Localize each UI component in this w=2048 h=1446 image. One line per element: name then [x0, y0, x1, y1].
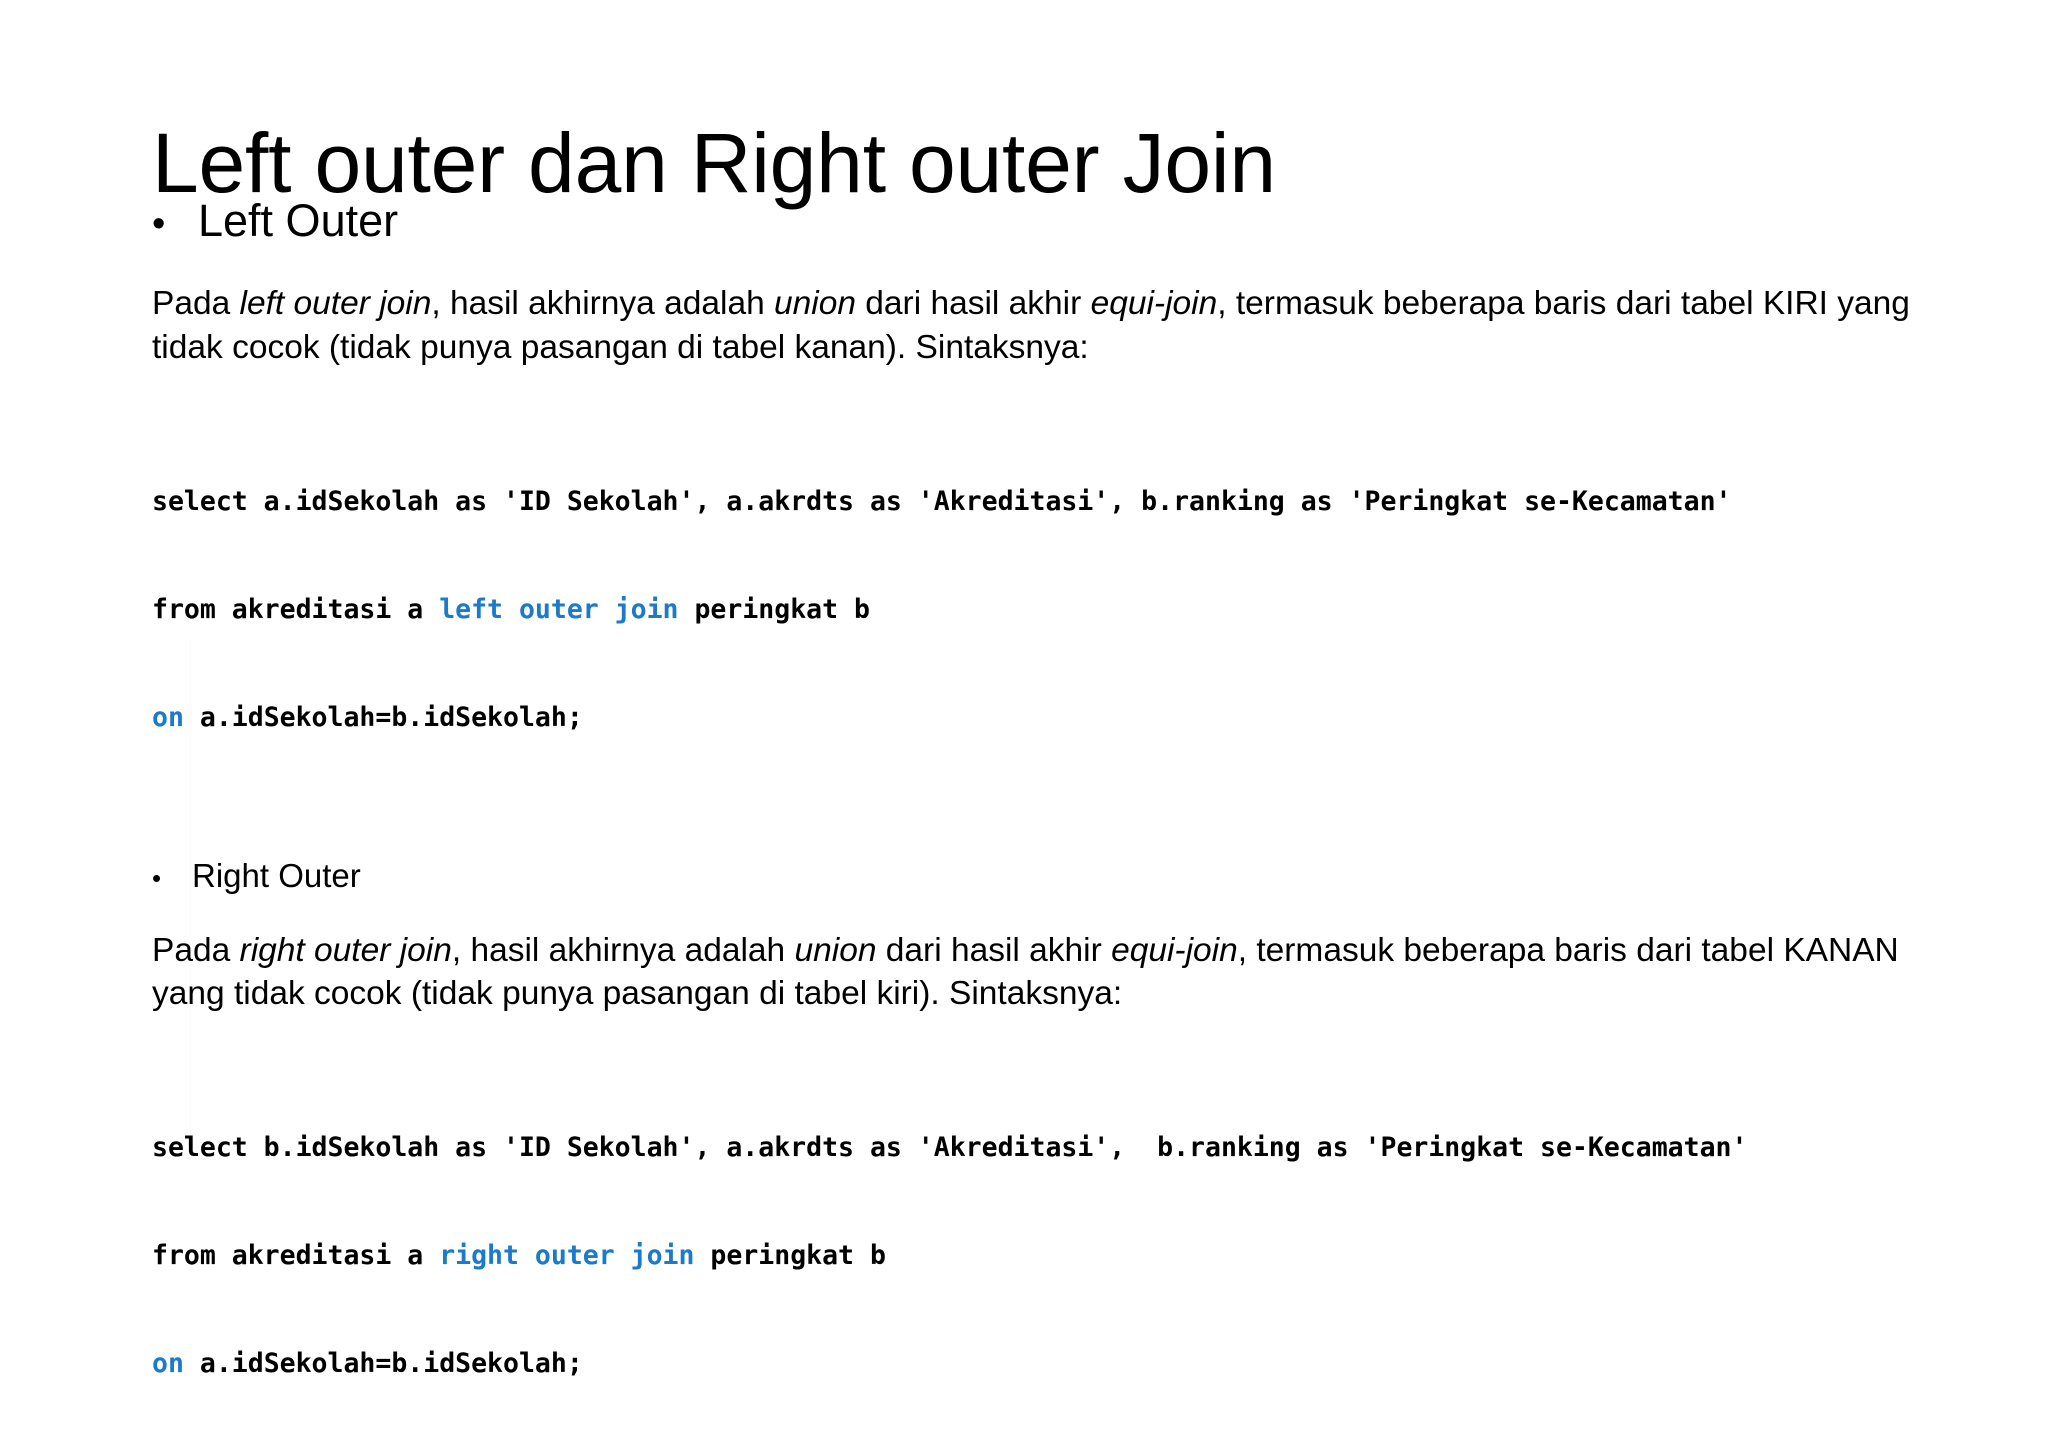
para-run: Pada — [152, 931, 240, 969]
code-keyword: on — [152, 701, 184, 733]
slide: Left outer dan Right outer Join • Left O… — [152, 116, 1910, 1380]
para-run-italic: equi-join — [1090, 285, 1218, 323]
paragraph-right-outer: Pada right outer join, hasil akhirnya ad… — [152, 929, 1942, 1015]
para-run: Pada — [152, 285, 240, 323]
code-block-right-outer: select b.idSekolah as 'ID Sekolah', a.ak… — [152, 1067, 1942, 1444]
page-title: Left outer dan Right outer Join — [152, 116, 1276, 211]
para-run-italic: union — [774, 285, 856, 323]
bullet-right-outer: • Right Outer — [152, 856, 1942, 895]
code-block-left-outer: select a.idSekolah as 'ID Sekolah', a.ak… — [152, 421, 1942, 798]
bullet-left-outer-label: Left Outer — [198, 195, 399, 246]
content-placeholder-edge — [190, 640, 191, 1152]
para-run: , termasuk beberapa baris dari tabel KIR… — [152, 285, 1910, 366]
paragraph-left-outer: Pada left outer join, hasil akhirnya ada… — [152, 282, 1942, 368]
para-run-italic: union — [794, 931, 877, 969]
code-line: on a.idSekolah=b.idSekolah; — [152, 1336, 1942, 1391]
spacer — [152, 798, 1942, 858]
slide-body: • Left Outer Pada left outer join, hasil… — [152, 195, 1942, 1444]
spacer — [152, 252, 1942, 282]
code-keyword: on — [152, 1348, 184, 1380]
para-run: , hasil akhirnya adalah — [451, 931, 795, 969]
code-run: from akreditasi a — [152, 593, 440, 625]
code-keyword: right outer join — [439, 1240, 695, 1272]
para-run: dari hasil akhir — [855, 285, 1091, 323]
code-run: from akreditasi a — [152, 1240, 440, 1272]
code-line: select a.idSekolah as 'ID Sekolah', a.ak… — [152, 485, 1732, 517]
code-run: peringkat b — [678, 593, 870, 625]
bullet-dot-icon: • — [152, 862, 162, 893]
para-run-italic: right outer join — [239, 931, 452, 969]
bullet-left-outer: • Left Outer — [152, 195, 1942, 246]
para-run-italic: left outer join — [239, 285, 432, 323]
code-run: peringkat b — [694, 1240, 886, 1272]
spacer — [152, 899, 1942, 929]
code-keyword: left outer join — [439, 593, 679, 625]
spacer — [152, 1015, 1942, 1067]
para-run-italic: equi-join — [1111, 931, 1238, 969]
code-line: from akreditasi a left outer join pering… — [152, 582, 1942, 637]
code-run: a.idSekolah=b.idSekolah; — [183, 701, 583, 733]
spacer — [152, 369, 1942, 421]
code-line: from akreditasi a right outer join perin… — [152, 1228, 1942, 1283]
code-run: a.idSekolah=b.idSekolah; — [183, 1348, 583, 1380]
para-run: , termasuk beberapa baris dari tabel KAN… — [152, 931, 1899, 1012]
para-run: , hasil akhirnya adalah — [431, 285, 775, 323]
bullet-dot-icon: • — [152, 203, 166, 245]
code-line: on a.idSekolah=b.idSekolah; — [152, 690, 1942, 745]
code-line: select b.idSekolah as 'ID Sekolah', a.ak… — [152, 1132, 1748, 1164]
para-run: dari hasil akhir — [876, 931, 1112, 969]
bullet-right-outer-label: Right Outer — [192, 856, 361, 894]
